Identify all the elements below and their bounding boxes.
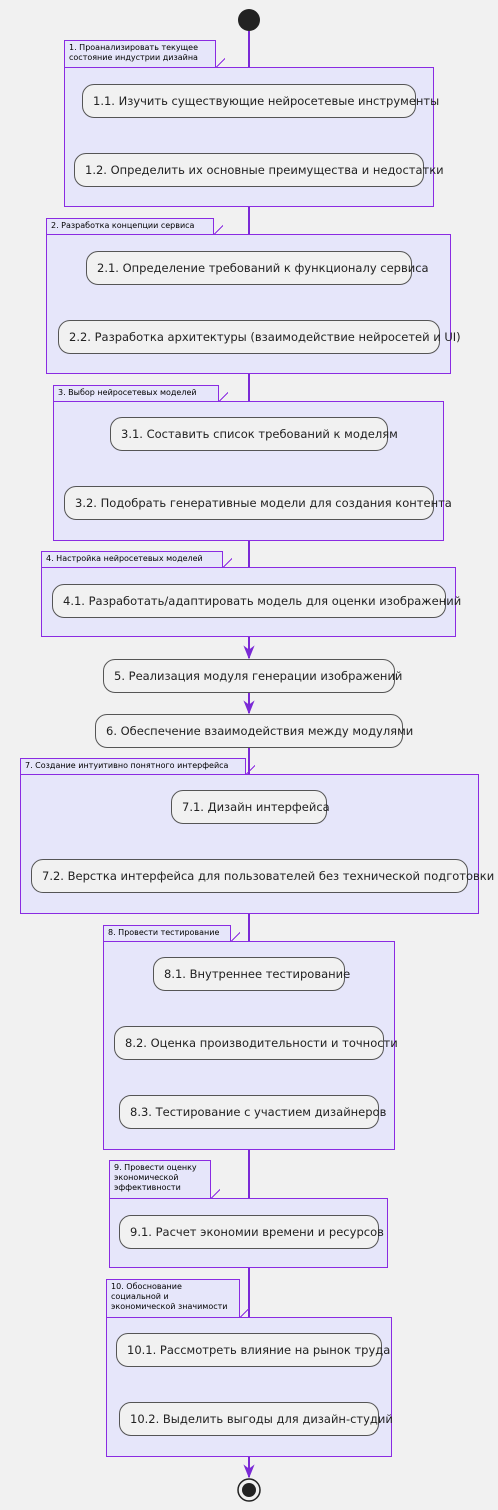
step-5: 5. Реализация модуля генерации изображен… xyxy=(103,659,402,693)
step-3-1: 3.1. Составить список требований к модел… xyxy=(110,417,398,451)
step-7-1: 7.1. Дизайн интерфейса xyxy=(171,790,330,824)
step-3-2: 3.2. Подобрать генеративные модели для с… xyxy=(64,486,452,520)
package-7-tab: 7. Создание интуитивно понятного интерфе… xyxy=(20,758,255,775)
step-2-2: 2.2. Разработка архитектуры (взаимодейст… xyxy=(58,320,461,354)
package-9-tab: 9. Провести оценку экономической эффекти… xyxy=(109,1160,220,1199)
step-10-2: 10.2. Выделить выгоды для дизайн-студий xyxy=(119,1402,393,1436)
package-8-tab: 8. Провести тестирование xyxy=(103,925,240,942)
step-4-1: 4.1. Разработать/адаптировать модель для… xyxy=(52,584,461,618)
step-9-1: 9.1. Расчет экономии времени и ресурсов xyxy=(119,1215,384,1249)
step-6: 6. Обеспечение взаимодействия между моду… xyxy=(95,714,413,748)
step-10-1: 10.1. Рассмотреть влияние на рынок труда xyxy=(116,1333,390,1367)
package-2-tab: 2. Разработка концепции сервиса xyxy=(46,218,223,235)
package-3-tab: 3. Выбор нейросетевых моделей xyxy=(53,385,228,402)
step-8-3: 8.3. Тестирование с участием дизайнеров xyxy=(119,1095,386,1129)
step-1-2: 1.2. Определить их основные преимущества… xyxy=(74,153,444,187)
end-node xyxy=(237,1478,261,1502)
step-7-2: 7.2. Верстка интерфейса для пользователе… xyxy=(31,859,494,893)
package-10-tab: 10. Обоснование социальной и экономическ… xyxy=(106,1279,249,1318)
package-4-tab: 4. Настройка нейросетевых моделей xyxy=(41,551,232,568)
step-8-1: 8.1. Внутреннее тестирование xyxy=(153,957,350,991)
package-1-tab: 1. Проанализировать текущее состояние ин… xyxy=(64,40,225,68)
step-8-2: 8.2. Оценка производительности и точност… xyxy=(114,1026,398,1060)
start-node xyxy=(238,9,260,31)
step-2-1: 2.1. Определение требований к функционал… xyxy=(86,251,429,285)
step-1-1: 1.1. Изучить существующие нейросетевые и… xyxy=(82,84,439,118)
